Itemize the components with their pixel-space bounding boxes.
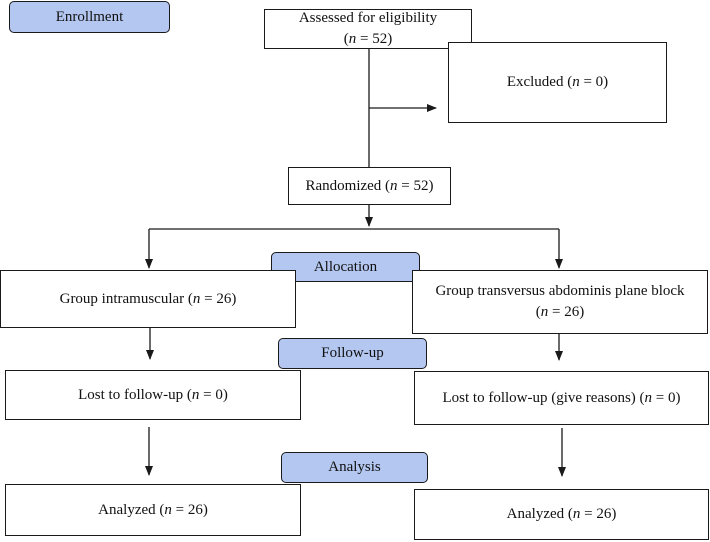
box-analyzed-im: Analyzed (n = 26) xyxy=(5,484,301,536)
excluded-count: Excluded (n = 0) xyxy=(506,74,609,90)
box-analyzed-tap: Analyzed (n = 26) xyxy=(414,489,709,540)
group-tap-line1: Group transversus abdominis plane block xyxy=(435,283,685,299)
analyzed-tap-count: Analyzed (n = 26) xyxy=(506,506,617,522)
lost-im-count: Lost to follow-up (n = 0) xyxy=(78,386,228,403)
stage-allocation: Allocation xyxy=(271,252,420,282)
stage-follow-up: Follow-up xyxy=(278,338,427,369)
group-im-count: Group intramuscular (n = 26) xyxy=(59,290,237,307)
box-lost-im: Lost to follow-up (n = 0) xyxy=(5,370,301,420)
stage-analysis-label: Analysis xyxy=(328,459,381,475)
stage-enrollment-label: Enrollment xyxy=(55,8,124,25)
group-tap-count: (n = 26) xyxy=(535,304,585,320)
stage-follow-up-label: Follow-up xyxy=(321,345,384,361)
assessed-line1: Assessed for eligibility xyxy=(298,10,438,26)
analyzed-im-count: Analyzed (n = 26) xyxy=(98,501,208,518)
box-excluded: Excluded (n = 0) xyxy=(448,42,667,123)
box-group-tap-block: Group transversus abdominis plane block … xyxy=(412,270,708,334)
lost-tap-count: Lost to follow-up (give reasons) (n = 0) xyxy=(442,389,681,406)
box-group-intramuscular: Group intramuscular (n = 26) xyxy=(0,270,296,328)
assessed-count: (n = 52) xyxy=(343,31,393,47)
box-randomized: Randomized (n = 52) xyxy=(288,167,451,205)
stage-enrollment: Enrollment xyxy=(9,1,170,33)
box-assessed: Assessed for eligibility (n = 52) xyxy=(264,9,472,49)
box-lost-tap: Lost to follow-up (give reasons) (n = 0) xyxy=(414,371,709,425)
stage-analysis: Analysis xyxy=(281,452,428,483)
stage-allocation-label: Allocation xyxy=(313,258,378,275)
randomized-count: Randomized (n = 52) xyxy=(305,177,434,194)
